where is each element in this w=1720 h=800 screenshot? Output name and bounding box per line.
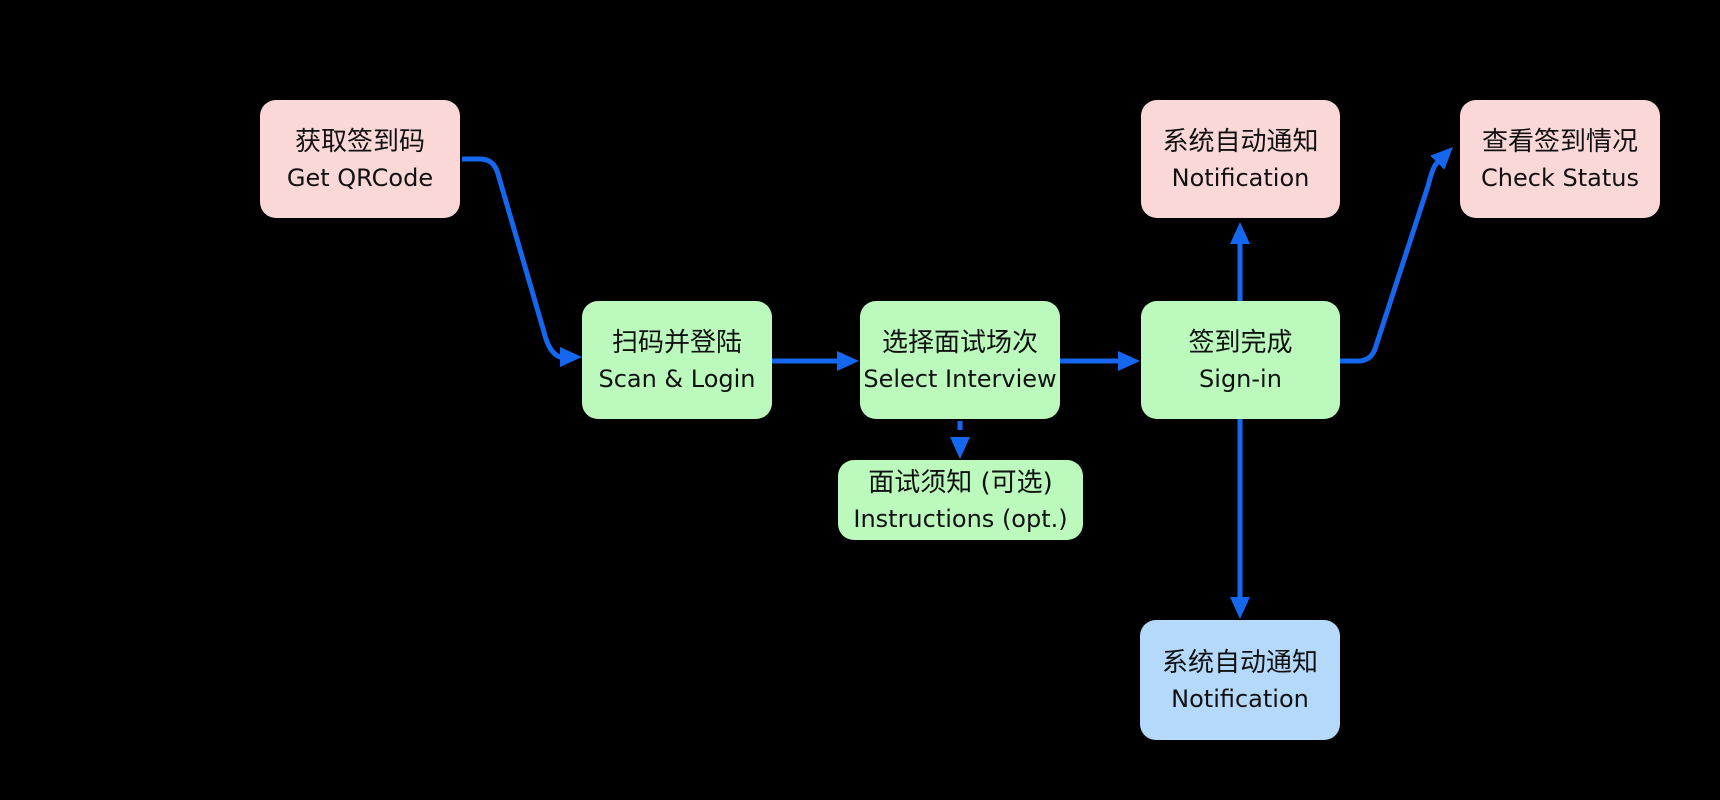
node-instructions: 面试须知 (可选) Instructions (opt.) [838,460,1083,540]
node-select-interview-label-en: Select Interview [863,364,1057,393]
edge-signin-to-checkstatus-arrow [1340,147,1453,364]
node-scan-login-label-zh: 扫码并登陆 [611,327,742,358]
node-scan-login-label-en: Scan & Login [598,364,756,393]
node-instructions-label-en: Instructions (opt.) [853,504,1068,533]
node-check-status-label-zh: 查看签到情况 [1481,126,1638,157]
node-get-qrcode-label-en: Get QRCode [286,163,434,192]
node-sign-in: 签到完成 Sign-in [1141,301,1340,419]
node-notification-bottom: 系统自动通知 Notification [1140,620,1340,740]
node-notification-top-label-en: Notification [1171,163,1310,192]
node-get-qrcode: 获取签到码 Get QRCode [260,100,460,218]
node-notification-top-label-zh: 系统自动通知 [1162,126,1319,157]
node-select-interview-label-zh: 选择面试场次 [881,327,1038,358]
node-scan-login: 扫码并登陆 Scan & Login [582,301,772,419]
node-notification-top: 系统自动通知 Notification [1141,100,1340,218]
node-select-interview: 选择面试场次 Select Interview [860,301,1060,419]
node-check-status: 查看签到情况 Check Status [1460,100,1660,218]
node-check-status-label-en: Check Status [1481,163,1639,192]
node-notification-bottom-label-en: Notification [1171,684,1309,713]
node-get-qrcode-label-zh: 获取签到码 [294,126,425,157]
node-instructions-label-zh: 面试须知 (可选) [868,467,1053,498]
node-sign-in-label-en: Sign-in [1199,364,1282,393]
node-notification-bottom-label-zh: 系统自动通知 [1161,647,1318,678]
edge-getqrcode-to-scanlogin-arrow [462,156,582,367]
node-sign-in-label-zh: 签到完成 [1188,327,1293,358]
